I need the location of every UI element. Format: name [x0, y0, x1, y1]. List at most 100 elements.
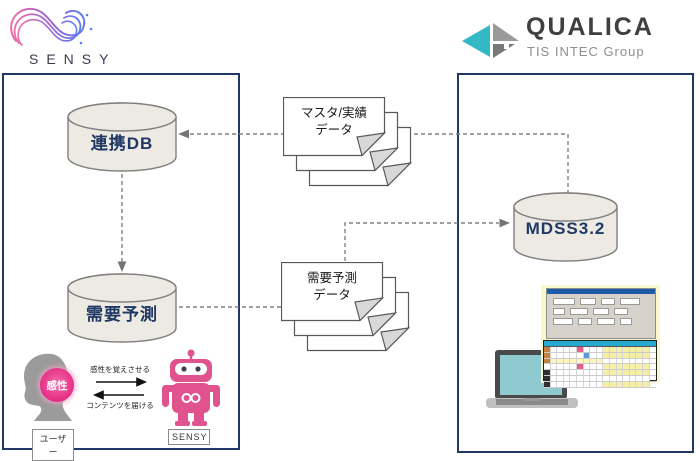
linked-db-cylinder: 連携DB: [67, 102, 177, 172]
app-table-cell: [629, 364, 637, 370]
app-form-field: [579, 297, 596, 305]
app-table-cell: [570, 381, 577, 387]
app-table-cell: [583, 358, 591, 364]
app-table-cell: [570, 358, 577, 364]
app-table-cell: [636, 370, 643, 375]
app-table-cell: [576, 381, 584, 387]
app-table-cell: [583, 347, 591, 352]
app-table-cell: [636, 347, 643, 352]
app-table-cell: [616, 358, 624, 364]
app-table-cell: [583, 370, 591, 375]
app-table-cell: [570, 352, 577, 358]
app-table-cell: [590, 381, 597, 387]
app-table-cell: [636, 381, 643, 387]
app-table-cell: [563, 358, 571, 364]
app-table-cell: [590, 364, 597, 370]
app-table-row: [544, 375, 656, 382]
app-table-row: [544, 381, 656, 388]
app-table-cell: [570, 364, 577, 370]
app-table-body: [544, 347, 656, 388]
app-table-cell: [544, 370, 551, 375]
app-table-cell: [616, 364, 624, 370]
master-data-doc-label: マスタ/実績 データ: [301, 106, 367, 137]
app-table-cell: [636, 352, 643, 358]
kansei-badge: 感性: [40, 368, 74, 402]
app-table-cell: [636, 364, 643, 370]
app-table-cell: [563, 375, 571, 381]
app-table-cell: [623, 364, 630, 370]
app-table-cell: [550, 358, 558, 364]
app-table-cell: [596, 352, 604, 358]
app-table-cell: [636, 358, 643, 364]
app-table-cell: [557, 370, 564, 375]
database-cylinder-icon: [513, 192, 618, 262]
app-table-cell: [596, 347, 604, 352]
app-table-cell: [563, 370, 571, 375]
app-table-cell: [590, 347, 597, 352]
app-table-cell: [544, 347, 551, 352]
app-form-field: [619, 297, 640, 305]
app-table-cell: [616, 381, 624, 387]
app-table-cell: [583, 381, 591, 387]
app-table-cell: [616, 370, 624, 375]
app-table-cell: [583, 375, 591, 381]
qualica-logo-icon: [462, 23, 519, 58]
app-form-field: [552, 307, 565, 315]
teach-arrow-label: 感性を覚えさせる: [90, 365, 150, 374]
app-table-cell: [576, 347, 584, 352]
app-table-cell: [550, 352, 558, 358]
app-table-cell: [629, 370, 637, 375]
app-table-cell: [550, 347, 558, 352]
app-table-cell: [616, 375, 624, 381]
app-table-cell: [629, 381, 637, 387]
app-table-cell: [642, 358, 650, 364]
mdss-app-screenshot: [541, 285, 660, 388]
app-table-cell: [616, 352, 624, 358]
app-table-cell: [603, 347, 610, 352]
app-table-cell: [603, 381, 610, 387]
app-table-cell: [642, 347, 650, 352]
app-table-cell: [642, 364, 650, 370]
infinity-icon: [181, 393, 201, 403]
app-table-cell: [616, 347, 624, 352]
app-table-cell: [557, 352, 564, 358]
qualica-logo-text: QUALICA: [526, 13, 654, 41]
app-table-cell: [590, 370, 597, 375]
linked-db-label: 連携DB: [90, 134, 154, 153]
app-form-field: [613, 307, 628, 315]
app-table-cell: [570, 375, 577, 381]
app-table-cell: [636, 375, 643, 381]
forecast-db-label: 需要予測: [86, 305, 158, 324]
app-table-cell: [550, 364, 558, 370]
app-form-field: [569, 307, 588, 315]
sensy-robot-icon: [162, 349, 220, 426]
app-data-table: [543, 340, 657, 388]
app-table-cell: [570, 370, 577, 375]
app-table-cell: [609, 358, 617, 364]
app-titlebar: [547, 289, 655, 294]
app-table-header: [544, 341, 656, 347]
app-table-cell: [576, 370, 584, 375]
app-form-field: [577, 317, 592, 325]
app-table-cell: [544, 352, 551, 358]
app-table-cell: [609, 370, 617, 375]
deliver-arrow-label: コンテンツを届ける: [86, 401, 154, 410]
app-table-cell: [576, 375, 584, 381]
forecast-db-cylinder: 需要予測: [67, 273, 177, 343]
app-table-cell: [590, 375, 597, 381]
app-table-cell: [596, 375, 604, 381]
app-table-cell: [596, 358, 604, 364]
app-table-cell: [550, 370, 558, 375]
app-table-row: [544, 347, 656, 353]
app-table-row: [544, 358, 656, 365]
mdss-db-label: MDSS3.2: [525, 219, 606, 238]
app-table-cell: [623, 352, 630, 358]
app-table-cell: [642, 352, 650, 358]
forecast-data-doc-label: 需要予測 データ: [306, 271, 357, 302]
app-table-cell: [642, 381, 650, 387]
sensy-logo-text: SENSY: [29, 51, 117, 67]
database-cylinder-icon: [67, 102, 177, 172]
app-table-cell: [603, 364, 610, 370]
app-table-cell: [544, 358, 551, 364]
